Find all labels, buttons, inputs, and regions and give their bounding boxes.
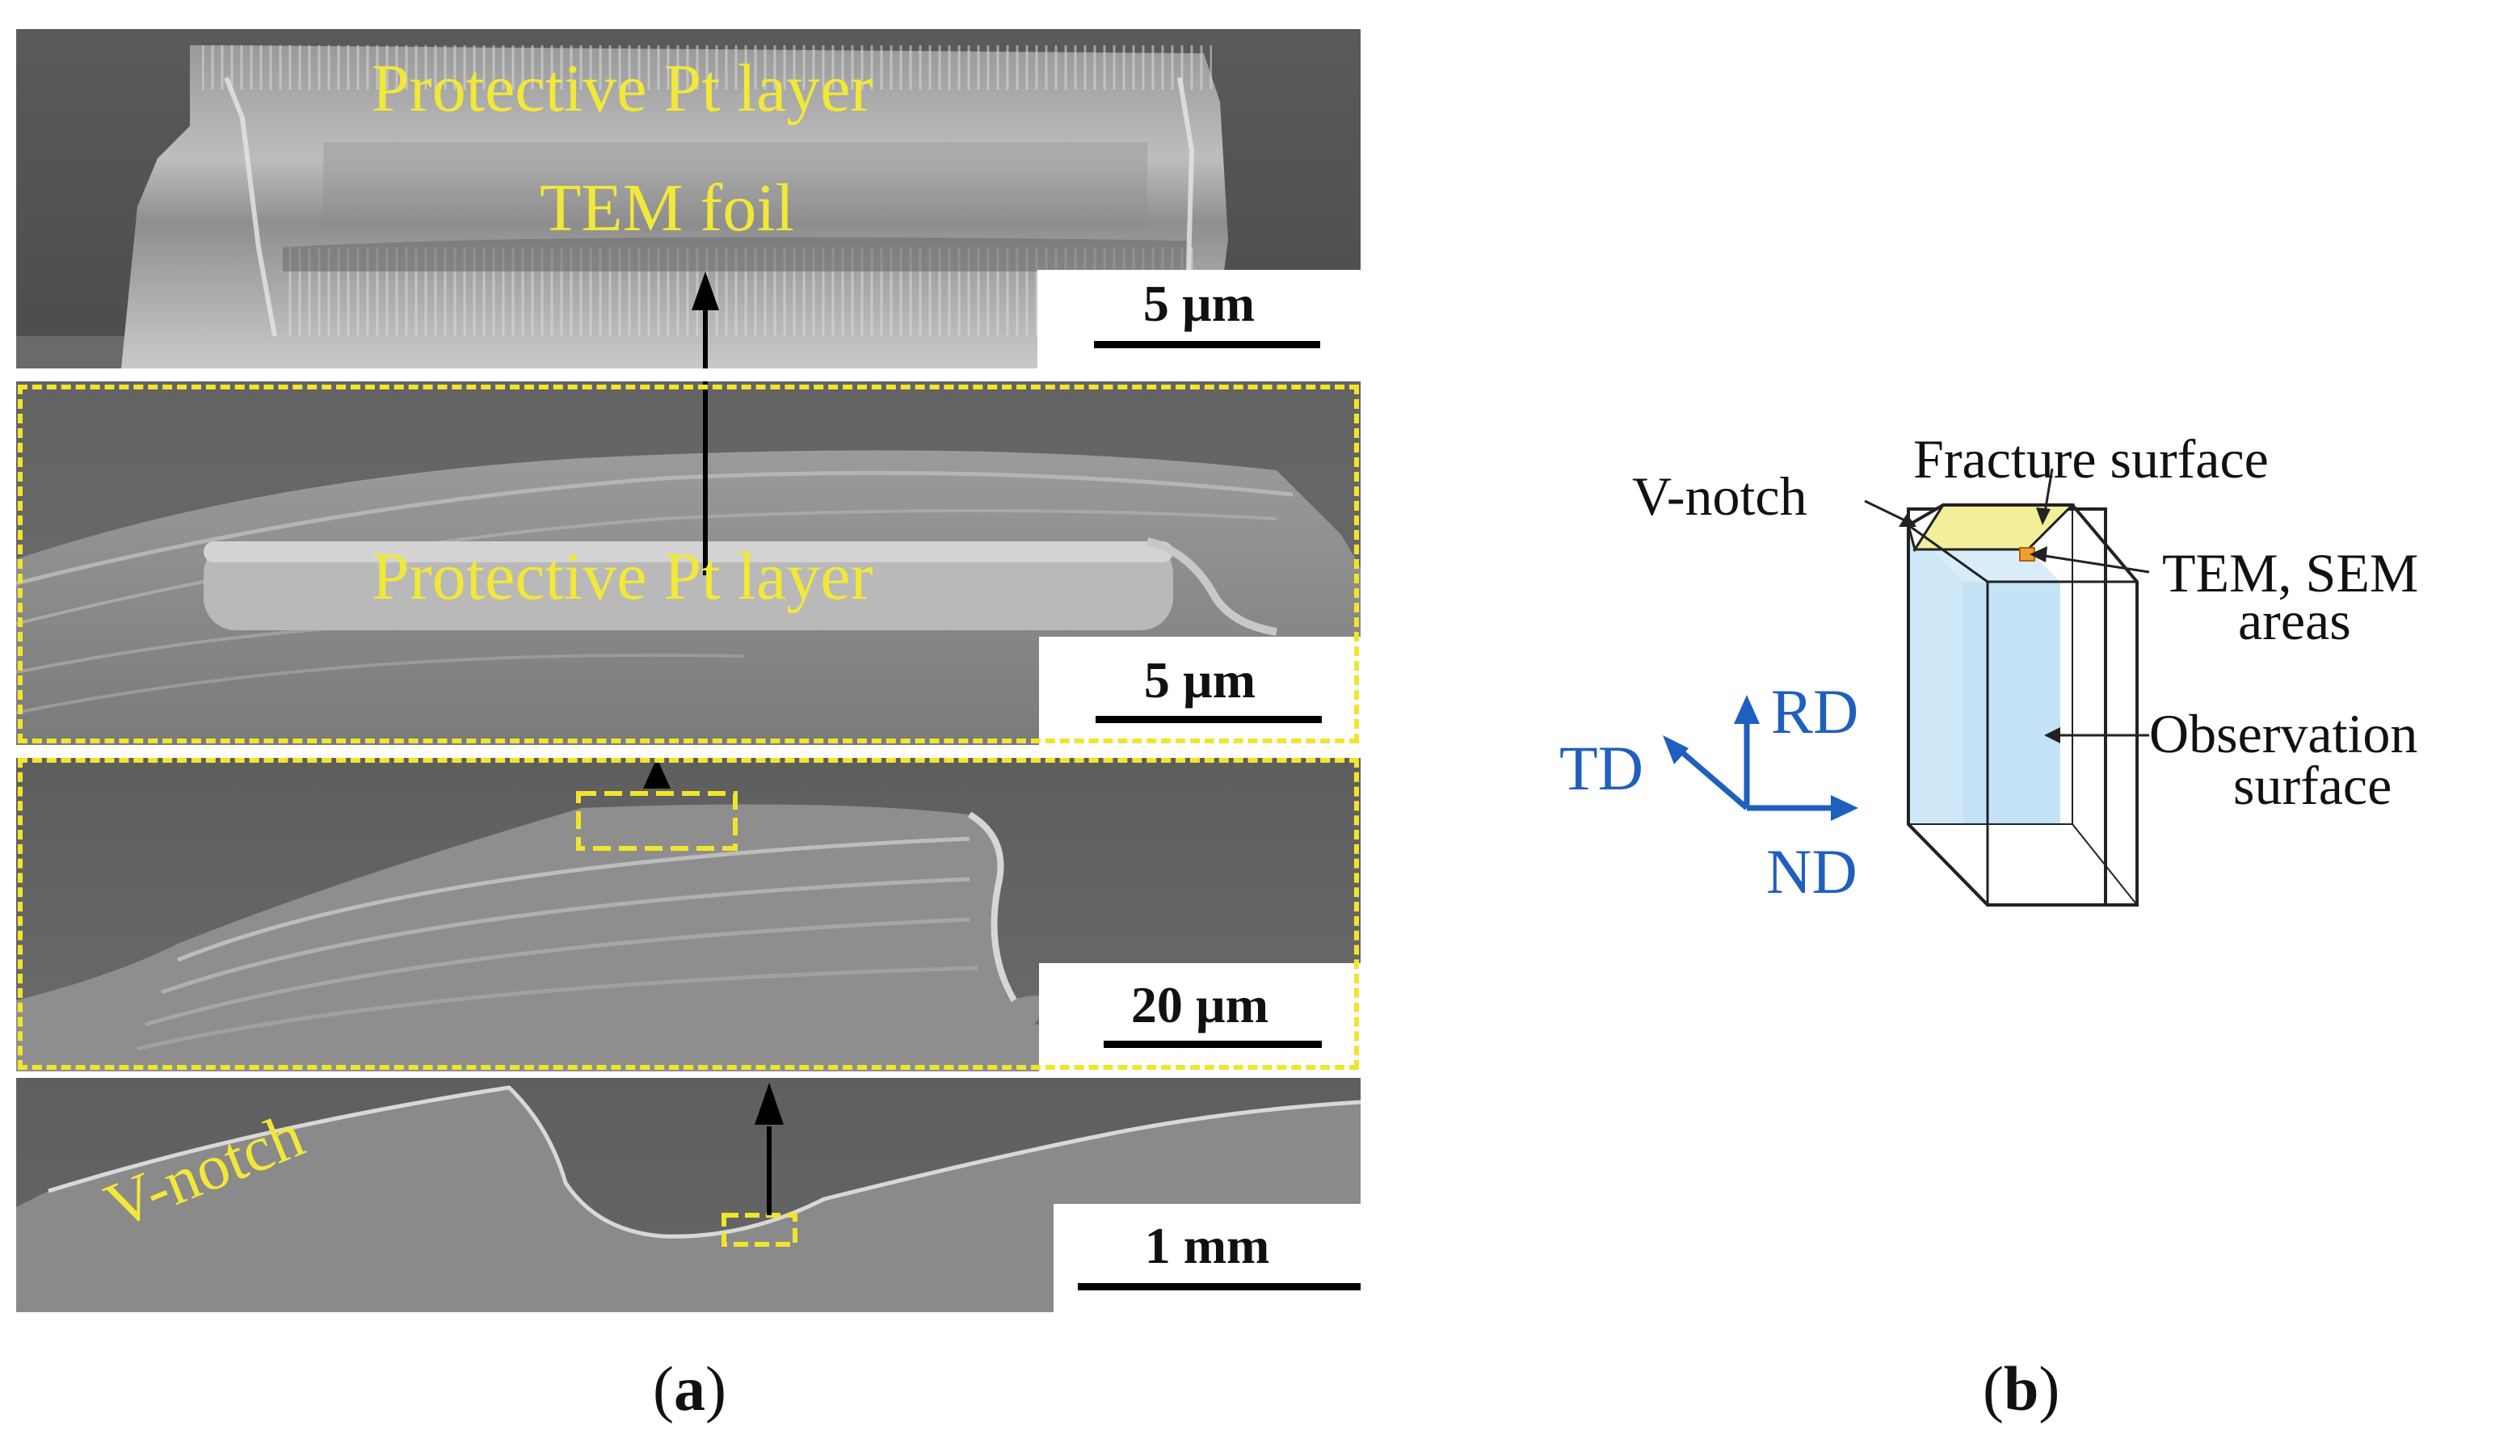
fracture-ridge-micrograph: [16, 758, 1361, 1071]
scalebar-top-label: 5 µm: [1142, 275, 1256, 332]
scalebar-top-bar: [1094, 341, 1320, 348]
observation-surface-line2: surface: [2233, 755, 2392, 816]
v-notch-label-b: V-notch: [1632, 465, 1807, 527]
caption-b-letter: b: [2003, 1353, 2039, 1424]
specimen-diagram: Fracture surface V-notch TEM, SEM areas …: [1535, 404, 2520, 970]
observation-surface-line1: Observation: [2149, 703, 2418, 764]
sem-image-tem-foil: Protective Pt layer TEM foil 5 µm: [16, 29, 1361, 368]
fracture-surface-label: Fracture surface: [1913, 428, 2269, 490]
scalebar-second-bar: [1096, 716, 1322, 723]
scalebar-third-bar: [1104, 1041, 1322, 1048]
tem-sem-label-line2: areas: [2238, 590, 2351, 651]
scalebar-bottom: 1 mm: [1054, 1204, 1361, 1312]
caption-a-letter: a: [673, 1353, 705, 1424]
top-pt-layer-label: Protective Pt layer: [372, 51, 873, 126]
scalebar-bottom-bar: [1078, 1283, 1361, 1290]
tem-foil-label: TEM foil: [540, 170, 794, 246]
scalebar-top: 5 µm: [1037, 270, 1361, 368]
rd-axis-label: RD: [1771, 676, 1859, 747]
caption-a: (a): [653, 1353, 726, 1424]
scalebar-third-label: 20 µm: [1130, 976, 1269, 1033]
scalebar-bottom-label: 1 mm: [1144, 1217, 1270, 1274]
sem-image-pt-layer: Protective Pt layer 5 µm: [16, 381, 1361, 745]
td-axis-label: TD: [1559, 733, 1643, 803]
scalebar-second-label: 5 µm: [1143, 651, 1256, 709]
pt-layer-label: Protective Pt layer: [372, 539, 873, 614]
scalebar-third: 20 µm: [1039, 963, 1361, 1071]
scalebar-second: 5 µm: [1039, 637, 1361, 745]
pt-layer-micrograph: [16, 381, 1361, 745]
sem-image-v-notch: V-notch 1 mm: [16, 1078, 1361, 1312]
sem-image-fracture-ridge: 20 µm: [16, 758, 1361, 1071]
v-notch-micrograph: [16, 1078, 1361, 1312]
caption-b: (b): [1983, 1353, 2060, 1424]
tem-sem-label-line1: TEM, SEM: [2162, 542, 2419, 604]
nd-axis-label: ND: [1766, 836, 1857, 907]
specimen-block-svg: [1663, 468, 2150, 907]
